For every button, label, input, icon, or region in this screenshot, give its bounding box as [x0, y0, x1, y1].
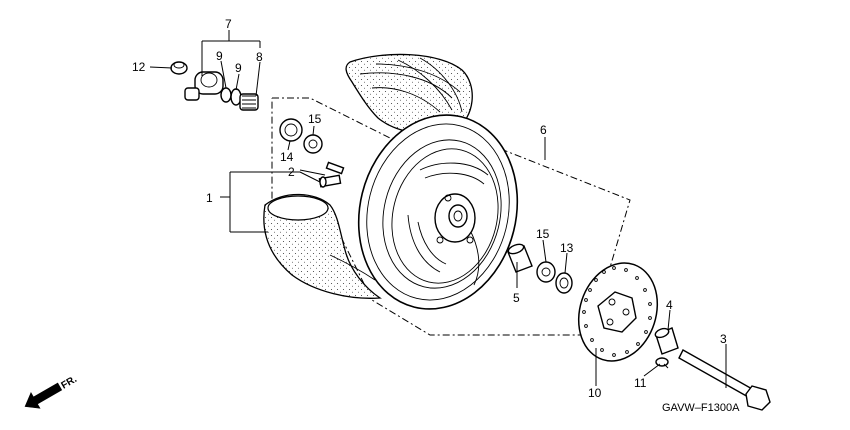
axle-collar-bolt	[654, 327, 771, 411]
callout-9-left: 9	[216, 49, 223, 63]
valve-stem	[318, 161, 345, 188]
callout-6: 6	[540, 123, 547, 137]
wheel-rim	[357, 114, 519, 310]
callout-11: 11	[634, 376, 647, 390]
tire-lower	[263, 193, 382, 299]
direction-label: FR.	[59, 374, 79, 392]
diagram-code: GAVW–F1300A	[662, 402, 740, 414]
callout-1: 1	[206, 191, 213, 205]
leader-lines	[149, 30, 727, 388]
callout-15-upper: 15	[308, 112, 322, 126]
callout-9-right: 9	[235, 61, 242, 75]
callout-15-lower: 15	[536, 227, 550, 241]
callout-7: 7	[225, 17, 232, 31]
callout-2: 2	[288, 165, 295, 179]
collar-bearing-seal-right	[507, 243, 573, 294]
callout-13: 13	[560, 241, 574, 255]
callout-5: 5	[513, 291, 520, 305]
tire-upper	[345, 53, 473, 135]
speedometer-gearbox	[170, 61, 259, 111]
brake-disc	[577, 262, 659, 362]
callout-14: 14	[280, 150, 294, 164]
callout-labels: 1 2 3 4 5 6 7 8 9 9 10 11 12 13 14 15 15	[132, 17, 727, 400]
callout-10: 10	[588, 386, 602, 400]
callout-8: 8	[256, 50, 263, 64]
front-direction-arrow: FR.	[24, 374, 79, 409]
callout-3: 3	[720, 332, 727, 346]
callout-12: 12	[132, 60, 146, 74]
dust-seal-and-bearing-left	[279, 118, 323, 154]
callout-4: 4	[666, 298, 673, 312]
